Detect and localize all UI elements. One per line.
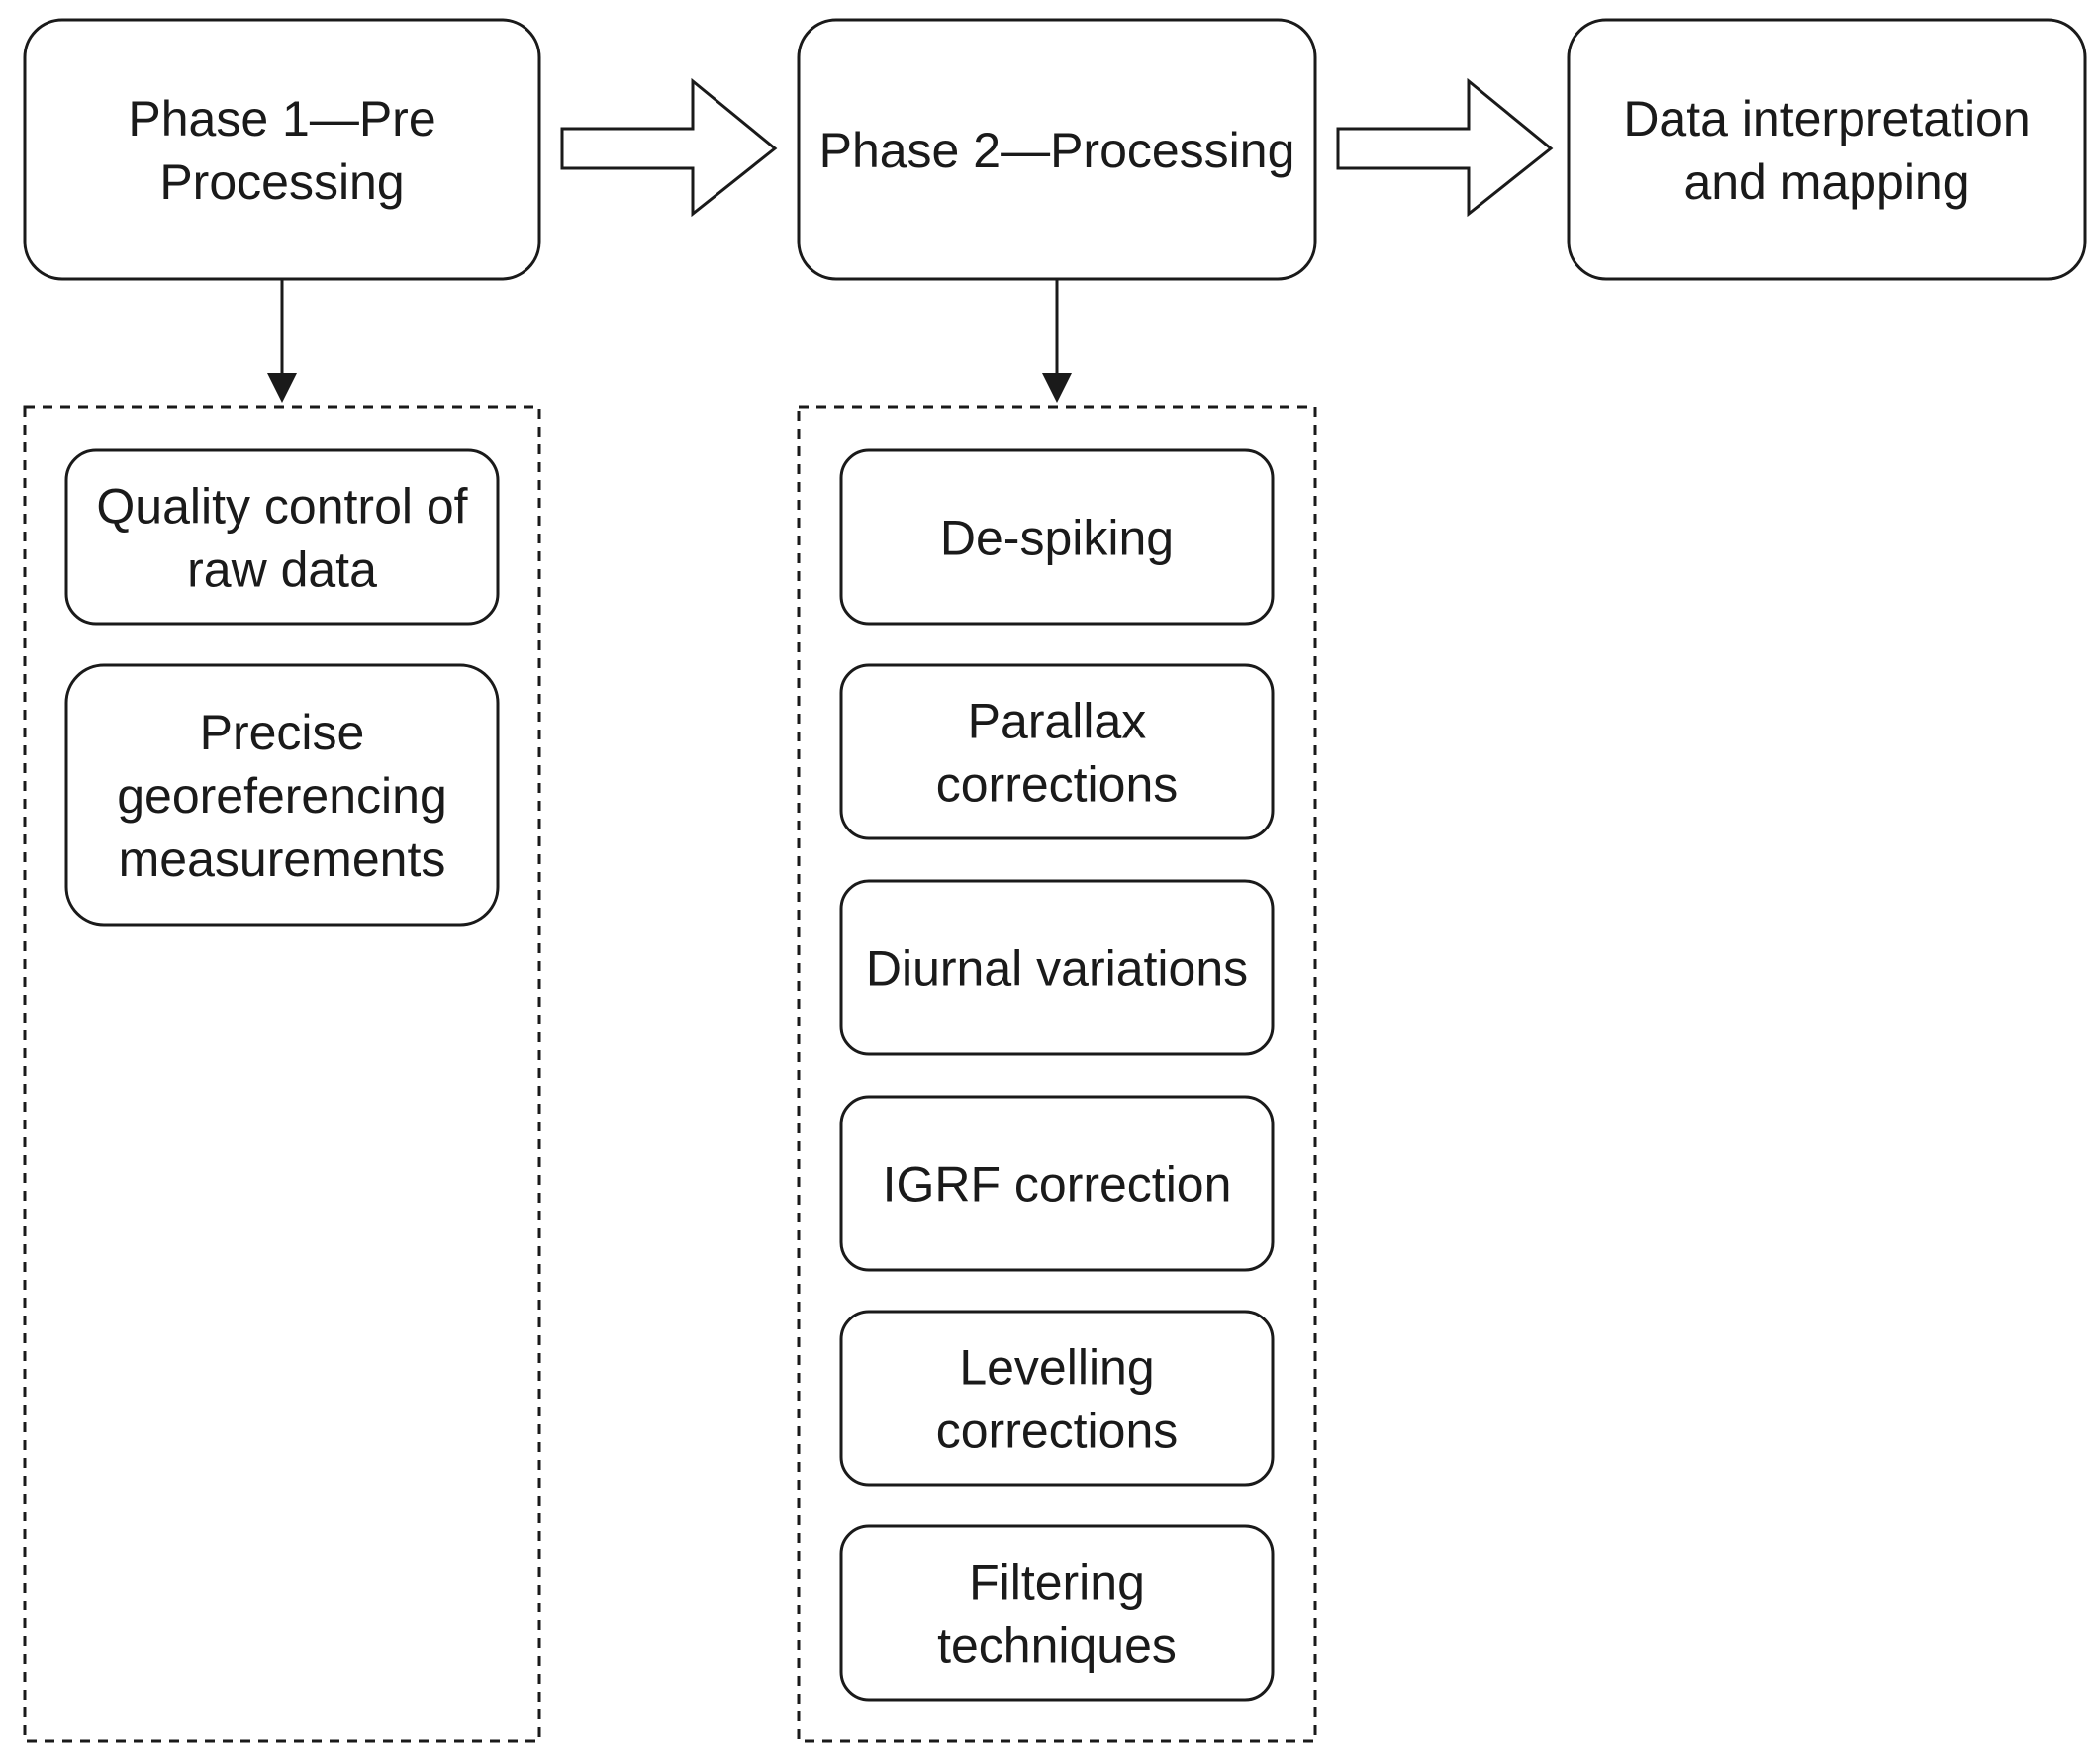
phase2-step-5: Levelling corrections: [839, 1310, 1275, 1487]
phase1-step-2: Precise georeferencing measurements: [64, 663, 500, 927]
phase2-step-3: Diurnal variations: [839, 879, 1275, 1056]
phase2-step-4-label: IGRF correction: [883, 1157, 1232, 1213]
phase2-step-6-label: Filtering techniques: [937, 1555, 1177, 1674]
phase1-step-1-label-line-2: raw data: [187, 542, 377, 598]
phase2-box: Phase 2—Processing: [797, 18, 1317, 281]
phase2-steps-group: [797, 405, 1317, 1743]
phase2-step-5-label-line-1: Levelling: [959, 1340, 1154, 1396]
phase2-step-6-label-line-2: techniques: [937, 1618, 1177, 1674]
phase2-step-4-label-line-1: IGRF correction: [883, 1157, 1232, 1213]
phase1-step-1-label: Quality control of raw data: [96, 479, 467, 598]
phase2-step-2-label-line-1: Parallax: [968, 694, 1147, 749]
phase3-label-line-2: and mapping: [1683, 154, 1969, 210]
phase2-step-5-label-line-2: corrections: [936, 1404, 1179, 1459]
phase2-step-2: Parallax corrections: [839, 663, 1275, 840]
phase3-box: Data interpretation and mapping: [1567, 18, 2087, 281]
phase2-label: Phase 2—Processing: [819, 123, 1295, 178]
block-arrow-phase2-to-phase3: [1336, 77, 1554, 218]
phase1-step-1-label-line-1: Quality control of: [96, 479, 467, 535]
phase2-step-1-label: De-spiking: [940, 511, 1174, 566]
phase2-step-2-label-line-2: corrections: [936, 757, 1179, 813]
phase2-step-2-label: Parallax corrections: [936, 694, 1179, 813]
phase1-step-2-label-line-1: Precise: [200, 705, 365, 760]
phase2-step-6-label-line-1: Filtering: [969, 1555, 1145, 1610]
phase2-step-6: Filtering techniques: [839, 1524, 1275, 1702]
phase3-label-line-1: Data interpretation: [1623, 91, 2030, 146]
phase1-step-2-label-line-2: georeferencing: [117, 768, 447, 824]
phase2-step-1-label-line-1: De-spiking: [940, 511, 1174, 566]
phase1-label-line-1: Phase 1—Pre: [128, 91, 435, 146]
phase1-steps-group: [23, 405, 541, 1743]
phase2-step-3-label-line-1: Diurnal variations: [866, 941, 1248, 997]
phase2-step-5-label: Levelling corrections: [936, 1340, 1179, 1459]
phase1-step-2-label: Precise georeferencing measurements: [117, 705, 447, 887]
phase3-label: Data interpretation and mapping: [1623, 91, 2030, 210]
phase2-step-1: De-spiking: [839, 448, 1275, 626]
phase1-step-1: Quality control of raw data: [64, 448, 500, 626]
phase2-step-4: IGRF correction: [839, 1095, 1275, 1272]
phase2-label-line-1: Phase 2—Processing: [819, 123, 1295, 178]
phase2-step-3-label: Diurnal variations: [866, 941, 1248, 997]
phase1-step-2-label-line-3: measurements: [119, 831, 446, 887]
block-arrow-phase1-to-phase2: [560, 77, 778, 218]
phase1-label-line-2: Processing: [159, 154, 404, 210]
